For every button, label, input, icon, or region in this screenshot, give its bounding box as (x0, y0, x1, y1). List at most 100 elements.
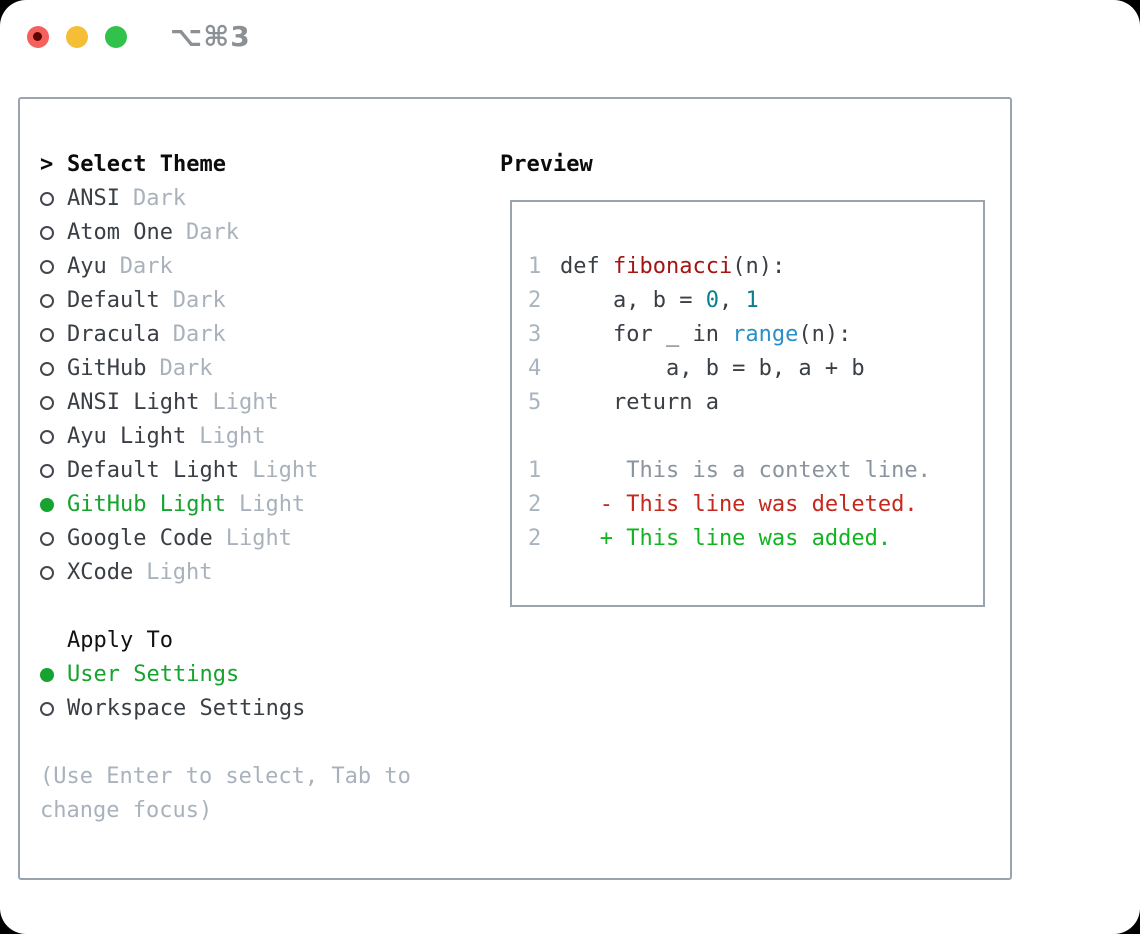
code-line: 2 - This line was deleted. (528, 488, 983, 522)
theme-variant: Dark (119, 254, 173, 279)
code-line: 2 a, b = 0, 1 (528, 284, 983, 318)
theme-label: ANSI Light (67, 390, 200, 415)
theme-option[interactable]: Ayu Dark (40, 250, 411, 284)
theme-label: Default Light (67, 458, 240, 483)
code-token: fibonacci (612, 254, 733, 279)
line-number (528, 420, 541, 454)
theme-variant: Light (252, 458, 319, 483)
radio-icon (40, 328, 67, 342)
code-line (528, 420, 983, 454)
theme-label: Atom One (67, 220, 173, 245)
close-button[interactable] (27, 26, 49, 48)
code-token: This is a context line. (560, 458, 931, 483)
theme-variant: Dark (132, 186, 186, 211)
theme-label: GitHub Light (67, 492, 226, 517)
code-line: 4 a, b = b, a + b (528, 352, 983, 386)
apply-to-header-row: Apply To (40, 624, 411, 658)
zoom-button[interactable] (105, 26, 127, 48)
code-line: 3 for _ in range(n): (528, 318, 983, 352)
radio-icon (40, 260, 67, 274)
radio-icon (40, 396, 67, 410)
keyboard-hint-line2: change focus) (40, 798, 213, 823)
theme-option[interactable]: ANSI Light Light (40, 386, 411, 420)
radio-selected-icon (40, 498, 67, 512)
line-number: 2 (528, 492, 542, 517)
theme-variant: Dark (172, 288, 226, 313)
keyboard-hint-line1: (Use Enter to select, Tab to (40, 764, 411, 789)
radio-icon (40, 430, 67, 444)
radio-icon (40, 566, 67, 580)
theme-option[interactable]: Default Light Light (40, 454, 411, 488)
code-token: (n): (798, 322, 852, 347)
code-token: - This line was deleted. (560, 492, 918, 517)
theme-label: Default (67, 288, 160, 313)
code-line: 5 return a (528, 386, 983, 420)
select-theme-header-row: > Select Theme (40, 148, 411, 182)
line-number: 1 (528, 254, 542, 279)
theme-variant: Light (238, 492, 306, 517)
apply-label: User Settings (67, 662, 240, 687)
theme-option[interactable]: Atom One Dark (40, 216, 411, 250)
line-number: 1 (528, 458, 542, 483)
theme-option[interactable]: Default Dark (40, 284, 411, 318)
theme-label: ANSI (67, 186, 120, 211)
theme-variant: Light (199, 424, 266, 449)
radio-icon (40, 226, 67, 240)
theme-label: Ayu (67, 254, 107, 279)
theme-variant: Light (212, 390, 279, 415)
code-token: return a (560, 390, 719, 415)
theme-label: XCode (67, 560, 134, 585)
apply-label: Workspace Settings (67, 696, 306, 721)
radio-selected-icon (40, 668, 67, 682)
theme-variant: Light (146, 560, 213, 585)
line-number: 3 (528, 322, 542, 347)
theme-label: Dracula (67, 322, 160, 347)
code-token: a, b = b, a + b (560, 356, 865, 381)
line-number: 4 (528, 356, 542, 381)
radio-icon (40, 294, 67, 308)
close-dot-icon (33, 32, 42, 41)
apply-option[interactable]: User Settings (40, 658, 411, 692)
code-token: range (732, 322, 799, 347)
minimize-button[interactable] (66, 26, 88, 48)
theme-label: Google Code (67, 526, 213, 551)
line-number: 2 (528, 288, 542, 313)
theme-label: GitHub (67, 356, 147, 381)
line-number: 2 (528, 526, 542, 551)
titlebar: ⌥⌘3 (0, 0, 1140, 75)
preview-header: Preview (500, 152, 593, 177)
spacer (40, 726, 411, 760)
traffic-lights (27, 26, 127, 48)
code-token: + This line was added. (560, 526, 892, 551)
apply-option[interactable]: Workspace Settings (40, 692, 411, 726)
code-line: 2 + This line was added. (528, 522, 983, 556)
theme-option[interactable]: ANSI Dark (40, 182, 411, 216)
theme-label: Ayu Light (67, 424, 187, 449)
radio-icon (40, 532, 67, 546)
line-number: 5 (528, 390, 542, 415)
radio-icon (40, 464, 67, 478)
spacer (40, 590, 411, 624)
code-line: 1 This is a context line. (528, 454, 983, 488)
theme-option[interactable]: XCode Light (40, 556, 411, 590)
radio-icon (40, 192, 67, 206)
theme-variant: Dark (185, 220, 239, 245)
code-token: def (560, 254, 613, 279)
theme-option[interactable]: GitHub Light Light (40, 488, 411, 522)
code-token: a, b = (560, 288, 706, 313)
window-title: ⌥⌘3 (170, 20, 251, 53)
apply-to-header: Apply To (67, 628, 173, 653)
prompt-icon: > (40, 152, 54, 177)
theme-option[interactable]: Ayu Light Light (40, 420, 411, 454)
radio-icon (40, 702, 67, 716)
